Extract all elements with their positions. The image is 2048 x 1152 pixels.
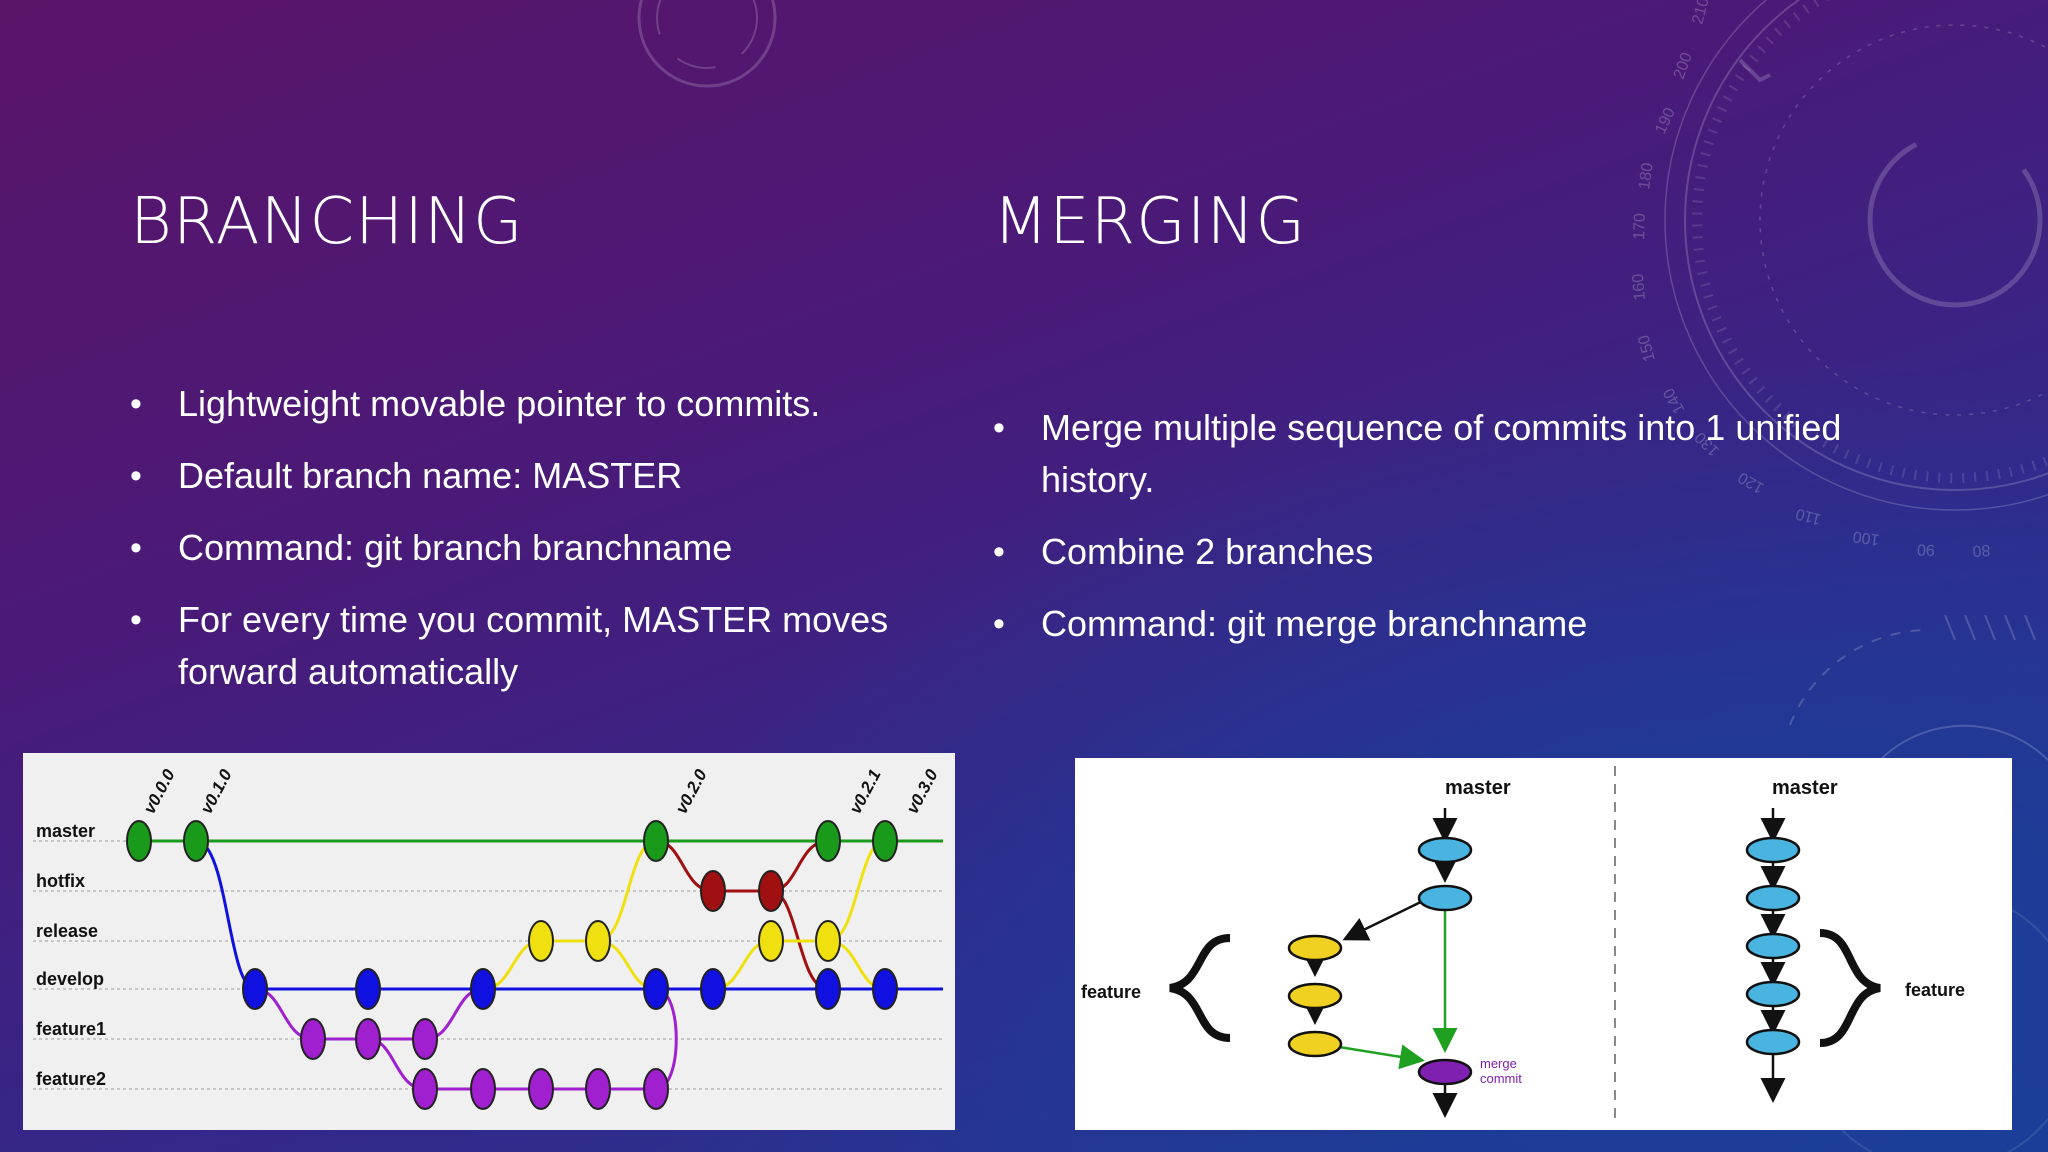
lane-label-feature2: feature2 <box>36 1069 106 1089</box>
feature-commit-node <box>1287 1030 1343 1058</box>
commit-node <box>758 920 784 962</box>
lane-label-develop: develop <box>36 969 104 989</box>
master-label-left: master <box>1445 777 1511 799</box>
commit-node <box>300 1018 326 1060</box>
commit-node <box>183 820 209 862</box>
commit-node <box>815 968 841 1010</box>
bullet-item: Lightweight movable pointer to commits. <box>130 378 950 430</box>
master-commit-node <box>1745 1028 1801 1056</box>
feature-commit-node <box>1287 934 1343 962</box>
master-commit-node <box>1417 836 1473 864</box>
branching-diagram: master hotfix release develop feature1 f… <box>23 753 955 1130</box>
feature-label-right: feature <box>1905 980 1965 1000</box>
master-commit-node <box>1417 884 1473 912</box>
branching-title: BRANCHING <box>130 185 524 259</box>
dial-number: 160 <box>1630 273 1649 301</box>
lane-label-feature1: feature1 <box>36 1019 106 1039</box>
commit-node <box>643 820 669 862</box>
commit-node <box>700 968 726 1010</box>
commit-node <box>242 968 268 1010</box>
dial-number: 170 <box>1631 213 1649 240</box>
version-tag: v0.0.0 <box>140 766 179 817</box>
commit-node <box>815 820 841 862</box>
commit-node <box>872 820 898 862</box>
bullet-item: Combine 2 branches <box>993 526 1853 578</box>
bullet-item: Merge multiple sequence of commits into … <box>993 402 1853 506</box>
commit-node <box>126 820 152 862</box>
dial-number: 150 <box>1636 333 1659 363</box>
bullet-item: Command: git merge branchname <box>993 598 1853 650</box>
commit-node <box>412 1018 438 1060</box>
commit-node <box>528 1068 554 1110</box>
commit-node <box>815 920 841 962</box>
master-commit-node <box>1745 884 1801 912</box>
commit-node <box>355 1018 381 1060</box>
dial-number: 190 <box>1652 105 1679 136</box>
bullet-item: Command: git branch branchname <box>130 522 950 574</box>
commit-node <box>700 870 726 912</box>
merge-commit-node <box>1417 1058 1473 1086</box>
bullet-item: For every time you commit, MASTER moves … <box>130 594 950 698</box>
merge-commit-label: merge <box>1480 1056 1517 1071</box>
commit-node <box>528 920 554 962</box>
merging-diagram: master master feature feature merge comm… <box>1075 758 2012 1130</box>
commit-node <box>758 870 784 912</box>
merge-commit-label: commit <box>1480 1071 1522 1086</box>
commit-node <box>412 1068 438 1110</box>
dial-number: 100 <box>1852 527 1881 548</box>
dial-number: 80 <box>1972 541 1991 559</box>
dial-number: 110 <box>1794 505 1823 528</box>
left-brace-icon <box>1169 934 1231 1042</box>
lane-label-master: master <box>36 821 95 841</box>
branching-bullet-list: Lightweight movable pointer to commits. … <box>130 378 950 718</box>
commit-node <box>643 968 669 1010</box>
commit-node <box>585 920 611 962</box>
commit-node <box>585 1068 611 1110</box>
dial-number: 180 <box>1636 162 1657 191</box>
lane-label-release: release <box>36 921 98 941</box>
version-tag: v0.1.0 <box>197 766 236 817</box>
dial-number: 90 <box>1917 540 1935 558</box>
master-commit-node <box>1745 980 1801 1008</box>
merging-title: MERGING <box>993 185 1307 259</box>
master-commit-node <box>1745 932 1801 960</box>
version-tag: v0.2.0 <box>672 766 711 817</box>
commit-node <box>470 1068 496 1110</box>
commit-node <box>872 968 898 1010</box>
commit-node <box>470 968 496 1010</box>
version-tag: v0.2.1 <box>846 766 885 817</box>
feature-label-left: feature <box>1081 982 1141 1002</box>
version-tag: v0.3.0 <box>903 766 942 817</box>
feature-commit-node <box>1287 982 1343 1010</box>
master-commit-node <box>1745 836 1801 864</box>
commit-node <box>643 1068 669 1110</box>
lane-label-hotfix: hotfix <box>36 871 85 891</box>
merging-bullet-list: Merge multiple sequence of commits into … <box>993 402 1853 670</box>
master-label-right: master <box>1772 777 1838 799</box>
bullet-item: Default branch name: MASTER <box>130 450 950 502</box>
dial-number: 210 <box>1689 0 1712 26</box>
commit-node <box>355 968 381 1010</box>
dial-number: 200 <box>1671 50 1696 81</box>
right-brace-icon <box>1819 929 1881 1047</box>
